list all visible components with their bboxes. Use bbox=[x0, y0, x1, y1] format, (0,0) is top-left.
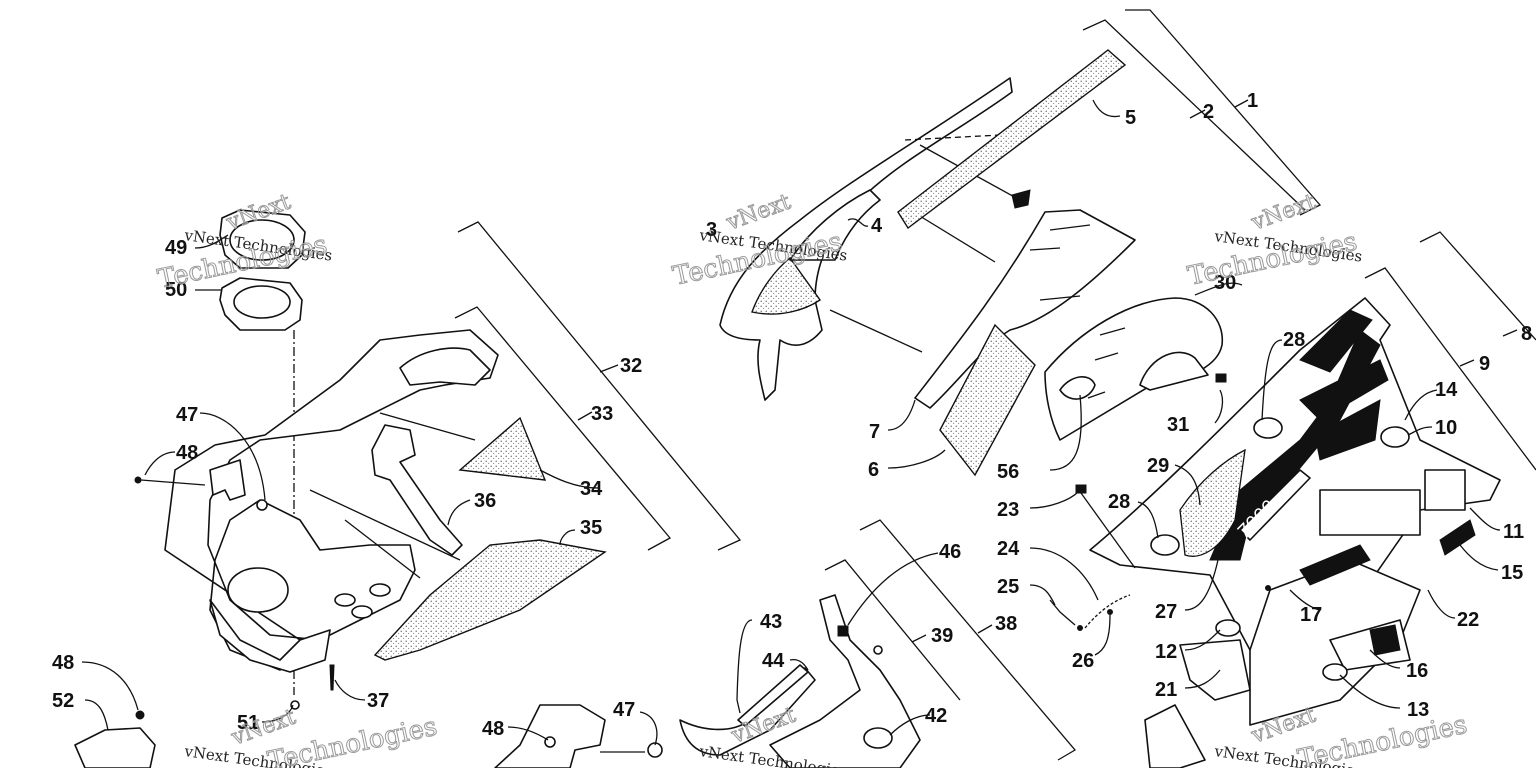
callout-4: 4 bbox=[871, 215, 883, 237]
callout-28-top: 28 bbox=[1283, 329, 1305, 351]
callout-21: 21 bbox=[1155, 679, 1177, 701]
callout-46: 46 bbox=[939, 541, 961, 563]
callout-26: 26 bbox=[1072, 650, 1094, 672]
callout-10: 10 bbox=[1435, 417, 1457, 439]
hood-assembly bbox=[719, 49, 1136, 477]
callout-13: 13 bbox=[1407, 699, 1429, 721]
watermark-word-top: vNext bbox=[1248, 190, 1320, 236]
callout-37: 37 bbox=[367, 690, 389, 712]
callout-44: 44 bbox=[762, 650, 785, 672]
callout-30: 30 bbox=[1214, 272, 1236, 294]
callout-25: 25 bbox=[997, 576, 1019, 598]
callout-16: 16 bbox=[1406, 660, 1428, 682]
callout-48-bottom: 48 bbox=[482, 718, 504, 740]
callout-1: 1 bbox=[1247, 90, 1258, 112]
callout-9: 9 bbox=[1479, 353, 1490, 375]
callout-38: 38 bbox=[995, 613, 1017, 635]
callout-3: 3 bbox=[706, 219, 717, 241]
callout-48-lower: 48 bbox=[52, 652, 74, 674]
fasteners-right bbox=[1049, 484, 1271, 631]
callout-48-left: 48 bbox=[176, 442, 198, 464]
callout-36: 36 bbox=[474, 490, 496, 512]
callout-52: 52 bbox=[52, 690, 74, 712]
callout-27: 27 bbox=[1155, 601, 1177, 623]
callout-39: 39 bbox=[931, 625, 953, 647]
lower-left-pieces bbox=[74, 704, 663, 768]
callout-6: 6 bbox=[868, 459, 879, 481]
callout-49: 49 bbox=[165, 237, 187, 259]
callout-43: 43 bbox=[760, 611, 782, 633]
side-panel-30 bbox=[1044, 297, 1227, 441]
callout-8: 8 bbox=[1521, 323, 1532, 345]
callout-32: 32 bbox=[620, 355, 642, 377]
watermark-word-top: vNext bbox=[723, 190, 795, 236]
callout-14: 14 bbox=[1435, 379, 1458, 401]
callout-5: 5 bbox=[1125, 107, 1136, 129]
callout-35: 35 bbox=[580, 517, 602, 539]
callout-15: 15 bbox=[1501, 562, 1523, 584]
callout-29: 29 bbox=[1147, 455, 1169, 477]
callout-23: 23 bbox=[997, 499, 1019, 521]
callout-31: 31 bbox=[1167, 414, 1189, 436]
watermark-top-right: vNext vNext Technologies Technologies bbox=[1185, 189, 1364, 292]
callout-7: 7 bbox=[869, 421, 880, 443]
callout-24: 24 bbox=[997, 538, 1020, 560]
leader-lines bbox=[81, 99, 1501, 746]
callout-numbers: 1 2 3 4 5 6 7 8 9 10 11 12 13 14 15 16 1… bbox=[52, 90, 1532, 740]
left-console-assembly bbox=[134, 209, 607, 710]
lower-center-pieces bbox=[679, 594, 921, 768]
callout-12: 12 bbox=[1155, 641, 1177, 663]
callout-11: 11 bbox=[1503, 521, 1524, 543]
callout-34: 34 bbox=[580, 478, 603, 500]
callout-51: 51 bbox=[237, 712, 259, 734]
callout-42: 42 bbox=[925, 705, 947, 727]
callout-50: 50 bbox=[165, 279, 187, 301]
bracket-lines bbox=[454, 9, 1536, 761]
callout-33: 33 bbox=[591, 403, 613, 425]
callout-17: 17 bbox=[1300, 604, 1322, 626]
callout-47-top: 47 bbox=[176, 404, 198, 426]
callout-2: 2 bbox=[1203, 101, 1214, 123]
side-decal-panel: 7000 bbox=[1089, 297, 1501, 768]
watermark-bottom-left: vNext vNext Technologies Technologies bbox=[182, 704, 440, 768]
callout-47-bottom: 47 bbox=[613, 699, 635, 721]
watermark-word-bottom: Technologies bbox=[1295, 710, 1470, 768]
callout-22: 22 bbox=[1457, 609, 1479, 631]
callout-56: 56 bbox=[997, 461, 1019, 483]
callout-28-bottom: 28 bbox=[1108, 491, 1130, 513]
